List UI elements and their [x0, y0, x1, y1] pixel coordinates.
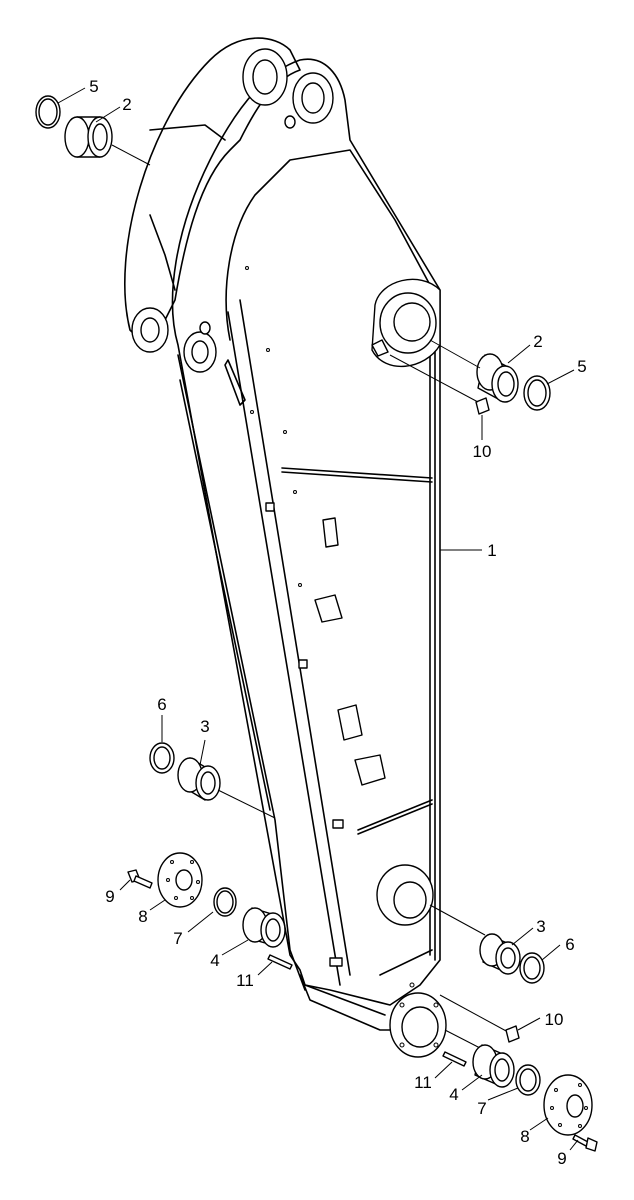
callout-10-lower: 10: [545, 1010, 564, 1029]
ring-5-top-left: [35, 95, 61, 129]
callout-11-right: 11: [414, 1073, 432, 1092]
pin-11-right: [442, 1051, 467, 1067]
callout-6-right: 6: [565, 935, 574, 954]
callout-7-right: 7: [477, 1099, 486, 1118]
callout-5-top-left: 5: [89, 77, 98, 96]
callout-1: 1: [487, 541, 496, 560]
callout-5-right: 5: [577, 357, 586, 376]
ring-7-right: [515, 1064, 541, 1096]
callout-labels: 5 2 2 5 10 1 6 3 9 8 7 4 11 3 6 10 11 4 …: [89, 77, 586, 1168]
plate-8-right: [543, 1074, 593, 1136]
bushing-4-right: [472, 1044, 515, 1088]
callout-9-right: 9: [557, 1149, 566, 1168]
callout-8-right: 8: [520, 1127, 529, 1146]
callout-7-left: 7: [173, 929, 182, 948]
grease-fitting-10-lower: [505, 1025, 520, 1043]
callout-leaders: [57, 87, 579, 1151]
callout-11-left: 11: [236, 971, 254, 990]
callout-3-right: 3: [536, 917, 545, 936]
arm-rear-plate: [124, 37, 301, 351]
plate-8-left: [157, 852, 203, 908]
callout-10-upper: 10: [473, 442, 492, 461]
bolt-9-left: [127, 869, 153, 889]
pin-11-left: [267, 954, 293, 970]
grease-fitting-10-upper: [475, 397, 490, 415]
callout-6-left: 6: [157, 695, 166, 714]
callout-8-left: 8: [138, 907, 147, 926]
callout-3-left: 3: [200, 717, 209, 736]
ring-6-right: [519, 952, 545, 984]
callout-4-right: 4: [449, 1085, 458, 1104]
ring-7-left: [213, 887, 237, 917]
bolt-9-right: [572, 1134, 598, 1152]
arm-body: [124, 37, 447, 1058]
callout-2-right: 2: [533, 332, 542, 351]
callout-9-left: 9: [105, 887, 114, 906]
bushing-2-top-left: [64, 116, 113, 158]
bushing-3-left: [177, 757, 221, 801]
callout-4-left: 4: [210, 951, 219, 970]
ring-6-left: [149, 742, 175, 774]
bushing-3-right: [479, 933, 521, 975]
bushing-2-right: [476, 353, 519, 403]
bushing-4-left: [242, 907, 286, 948]
ring-5-right: [523, 375, 551, 411]
callout-2-top-left: 2: [122, 95, 131, 114]
